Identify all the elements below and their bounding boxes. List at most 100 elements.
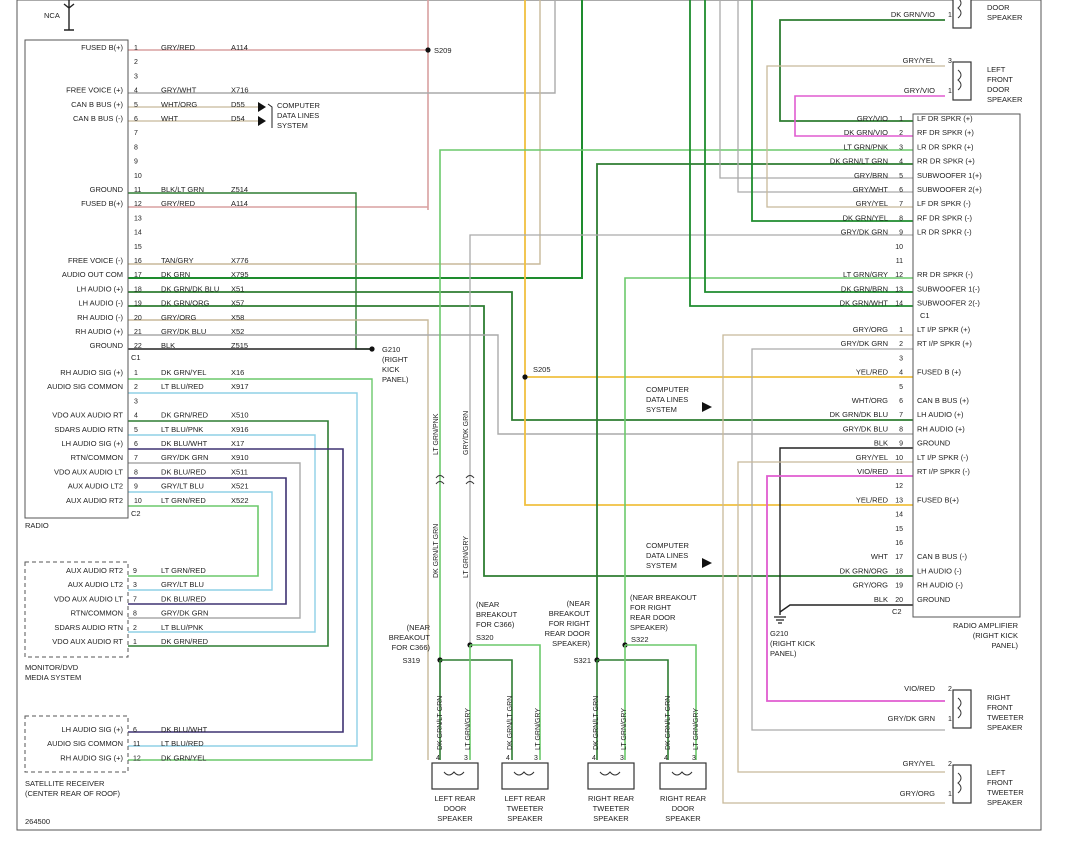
wire-gry-dk-blu bbox=[128, 334, 913, 435]
computer-data-lines-label: SYSTEM bbox=[277, 121, 308, 130]
computer-data-lines-amp-label-2: SYSTEM bbox=[646, 561, 677, 570]
radio-c1-pin-function: RH AUDIO (-) bbox=[77, 313, 123, 322]
amp-c2-pin-number: 7 bbox=[899, 412, 903, 419]
monitor-pin-function: RTN/COMMON bbox=[71, 609, 123, 618]
rear-speaker-name: RIGHT REAR bbox=[660, 794, 707, 803]
radio-c2-circuit: X511 bbox=[231, 467, 248, 476]
satellite-wire-color: DK GRN/YEL bbox=[161, 753, 206, 762]
radio-c1-pin-number: 9 bbox=[134, 159, 138, 166]
rear-speaker-name: TWEETER bbox=[593, 804, 630, 813]
rear-speaker-box bbox=[501, 762, 549, 790]
radio-name: RADIO bbox=[25, 521, 49, 530]
rear-pin-1: 4 bbox=[592, 755, 596, 762]
radio-c2-circuit: X17 bbox=[231, 439, 244, 448]
amp-c1-pin-function: SUBWOOFER 1(+) bbox=[917, 171, 982, 180]
rear-wire-label-1: DK GRN/LT GRN bbox=[507, 696, 514, 750]
radio-c2-pin-function: VDO AUX AUDIO RT bbox=[52, 411, 123, 420]
amp-c2-pin-number: 1 bbox=[899, 327, 903, 334]
amp-c1-pin-number: 3 bbox=[899, 144, 903, 151]
radio-c2-pin-function: SDARS AUDIO RTN bbox=[54, 425, 123, 434]
radio-c1-circuit: Z515 bbox=[231, 341, 248, 350]
wire-rear-right-lt bbox=[624, 644, 697, 760]
computer-data-lines-amp-label: COMPUTER bbox=[646, 385, 690, 394]
wire-gry-org bbox=[128, 319, 429, 760]
satellite-pin-function: AUDIO SIG COMMON bbox=[47, 739, 123, 748]
amp-c1-wire-color: GRY/WHT bbox=[853, 185, 889, 194]
radio-c1-circuit: Z514 bbox=[231, 185, 248, 194]
radio-c1-pin-number: 11 bbox=[134, 187, 141, 194]
radio-c1-pin-function: RH AUDIO (+) bbox=[75, 327, 123, 336]
speaker-right-name: LEFT bbox=[987, 65, 1006, 74]
breakout-s321-label: REAR DOOR bbox=[545, 629, 591, 638]
speaker-right-name: SPEAKER bbox=[987, 723, 1023, 732]
radio-c2-circuit: X910 bbox=[231, 453, 249, 462]
radio-c1-circuit: X795 bbox=[231, 270, 249, 279]
speaker-right-wire-color: GRY/YEL bbox=[903, 56, 935, 65]
wire-lt-blu-red bbox=[128, 392, 358, 747]
speaker-right-wire-color: GRY/VIO bbox=[904, 86, 935, 95]
radio-c1-wire-color: DK GRN/DK BLU bbox=[161, 284, 219, 293]
radio-c1-pin-number: 10 bbox=[134, 173, 142, 180]
computer-data-lines-amp-label: DATA LINES bbox=[646, 395, 688, 404]
g210-right-label: (RIGHT KICK bbox=[770, 639, 815, 648]
wire-dk-grn-org bbox=[128, 305, 913, 577]
speaker-right-name: RIGHT bbox=[987, 693, 1011, 702]
wire-gry-dk-grn-amp bbox=[469, 234, 913, 645]
splice-s321-label: S321 bbox=[573, 656, 591, 665]
amp-c1-pin-number: 2 bbox=[899, 130, 903, 137]
splice-s320-label: S320 bbox=[476, 633, 494, 642]
amp-c2-pin-number: 18 bbox=[895, 568, 903, 575]
amp-c1-wire-color: DK GRN/LT GRN bbox=[830, 157, 888, 166]
radio-c1-pin-number: 14 bbox=[134, 230, 142, 237]
speaker-right-wire-color: GRY/DK GRN bbox=[888, 714, 935, 723]
radio-c1-circuit: X57 bbox=[231, 299, 244, 308]
wire-dk-grn-red bbox=[128, 420, 329, 647]
splice-s319-label: S319 bbox=[402, 656, 420, 665]
amp-c2-pin-number: 2 bbox=[899, 341, 903, 348]
rear-pin-2: 3 bbox=[692, 755, 696, 762]
radio-c1-pin-number: 13 bbox=[134, 215, 142, 222]
rear-speaker-box bbox=[659, 762, 707, 790]
connector-break-icon bbox=[435, 475, 475, 485]
amp-c1-pin-number: 8 bbox=[899, 215, 903, 222]
amp-c2-pin-function: CAN B BUS (-) bbox=[917, 552, 968, 561]
amp-c2-pin-function: FUSED B (+) bbox=[917, 368, 961, 377]
speaker-right-name: SPEAKER bbox=[987, 13, 1023, 22]
speaker-coil-icon bbox=[599, 771, 621, 776]
radio-c2-pin-function: LH AUDIO SIG (+) bbox=[62, 439, 124, 448]
wire-dk-grn bbox=[128, 0, 583, 279]
wire-dk-grn-lt-grn bbox=[596, 163, 913, 660]
amp-c2-wire-color: WHT bbox=[871, 552, 888, 561]
radio-c1-pin-number: 21 bbox=[134, 329, 142, 336]
radio-c2-pin-function: AUX AUDIO RT2 bbox=[66, 496, 123, 505]
amp-c2-pin-number: 3 bbox=[899, 355, 903, 362]
radio-c1-wire-color: TAN/GRY bbox=[161, 256, 194, 265]
splice-s209-label: S209 bbox=[434, 46, 452, 55]
amp-c2-wire-color: DK GRN/DK BLU bbox=[830, 410, 888, 419]
radio-c1-wire-color: BLK bbox=[161, 341, 175, 350]
amp-c2-wire-color: BLK bbox=[874, 439, 888, 448]
breakout-s320-label: (NEAR bbox=[476, 600, 500, 609]
radio-c2-wire-color: GRY/LT BLU bbox=[161, 482, 204, 491]
rear-speaker-name: SPEAKER bbox=[437, 814, 473, 823]
radio-c2-circuit: X16 bbox=[231, 368, 244, 377]
radio-c1-pin-function: AUDIO OUT COM bbox=[62, 270, 123, 279]
amp-c1-wire-color: GRY/YEL bbox=[856, 199, 888, 208]
amp-c1-wire-color: DK GRN/VIO bbox=[844, 128, 888, 137]
satellite-pin-function: RH AUDIO SIG (+) bbox=[60, 753, 123, 762]
satellite-pin-number: 6 bbox=[133, 727, 137, 734]
radio-c2-pin-number: 8 bbox=[134, 469, 138, 476]
radio-c1-pin-number: 8 bbox=[134, 144, 138, 151]
radio-c2-pin-number: 7 bbox=[134, 455, 138, 462]
wire-gry-yel-amp bbox=[737, 461, 945, 773]
amp-c1-pin-number: 6 bbox=[899, 187, 903, 194]
radio-c1-pin-number: 12 bbox=[134, 201, 142, 208]
amp-c2-pin-number: 17 bbox=[895, 554, 903, 561]
amp-c1-pin-number: 12 bbox=[895, 272, 903, 279]
amp-c1-wire-color: DK GRN/WHT bbox=[840, 299, 889, 308]
radio-c1-wire-color: GRY/WHT bbox=[161, 86, 197, 95]
monitor-pin-function: AUX AUDIO RT2 bbox=[66, 566, 123, 575]
radio-c1-pin-number: 4 bbox=[134, 88, 138, 95]
radio-c1-circuit: A114 bbox=[231, 43, 248, 52]
rear-wire-label-2: LT GRN/GRY bbox=[693, 708, 700, 750]
